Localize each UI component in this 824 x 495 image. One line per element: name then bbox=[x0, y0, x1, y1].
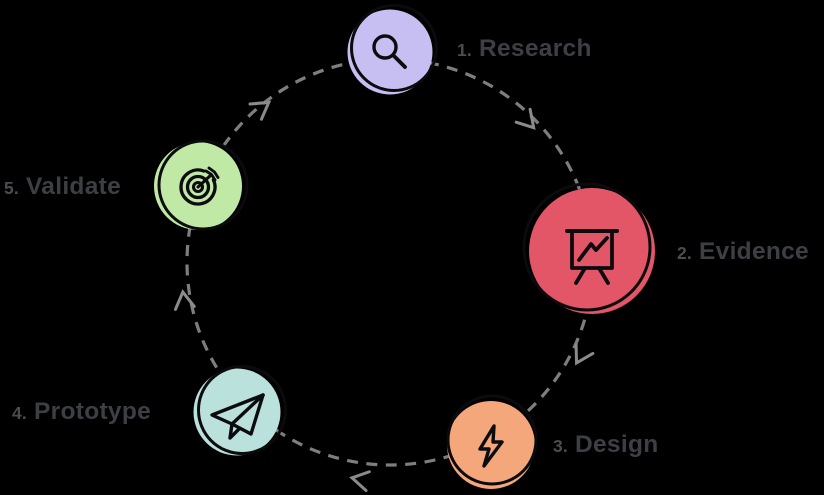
node-design bbox=[446, 394, 538, 489]
node-research bbox=[347, 4, 438, 95]
step-label-validate: 5. Validate bbox=[4, 173, 121, 201]
step-name: Prototype bbox=[34, 398, 152, 425]
arrowhead-evidence-to-design bbox=[574, 343, 595, 366]
arrowhead-prototype-to-validate bbox=[173, 289, 196, 311]
step-name: Validate bbox=[26, 173, 122, 200]
step-number: 1. bbox=[457, 40, 472, 60]
node-research-sketch-ring bbox=[350, 4, 438, 92]
lightning-bolt-icon bbox=[478, 424, 504, 468]
node-evidence bbox=[522, 182, 655, 314]
step-number: 2. bbox=[677, 243, 692, 263]
arrowhead-research-to-evidence bbox=[514, 107, 536, 130]
step-number: 5. bbox=[4, 178, 19, 198]
step-number: 3. bbox=[553, 436, 568, 456]
node-design-fill bbox=[447, 401, 535, 489]
step-name: Design bbox=[575, 431, 659, 458]
step-label-prototype: 4. Prototype bbox=[12, 398, 151, 426]
node-research-fill bbox=[347, 9, 433, 95]
node-evidence-fill bbox=[529, 188, 655, 314]
paper-plane-icon bbox=[210, 393, 265, 440]
search-icon bbox=[372, 34, 407, 69]
node-design-sketch-ring bbox=[446, 394, 538, 486]
node-evidence-sketch-ring bbox=[522, 182, 652, 312]
presentation-chart-icon bbox=[565, 229, 619, 285]
target-dart-icon bbox=[179, 166, 220, 206]
step-label-research: 1. Research bbox=[457, 35, 592, 63]
step-label-design: 3. Design bbox=[553, 431, 658, 459]
node-validate-sketch-ring bbox=[157, 139, 249, 231]
step-label-evidence: 2. Evidence bbox=[677, 238, 809, 266]
node-prototype-sketch-ring bbox=[197, 365, 287, 455]
step-name: Evidence bbox=[699, 238, 809, 265]
arrowhead-design-to-prototype bbox=[349, 470, 371, 492]
step-name: Research bbox=[479, 35, 592, 62]
node-prototype bbox=[193, 365, 287, 456]
node-validate bbox=[154, 139, 249, 231]
step-number: 4. bbox=[12, 403, 27, 423]
arrowhead-validate-to-research bbox=[248, 100, 272, 121]
node-prototype-fill bbox=[193, 368, 281, 456]
